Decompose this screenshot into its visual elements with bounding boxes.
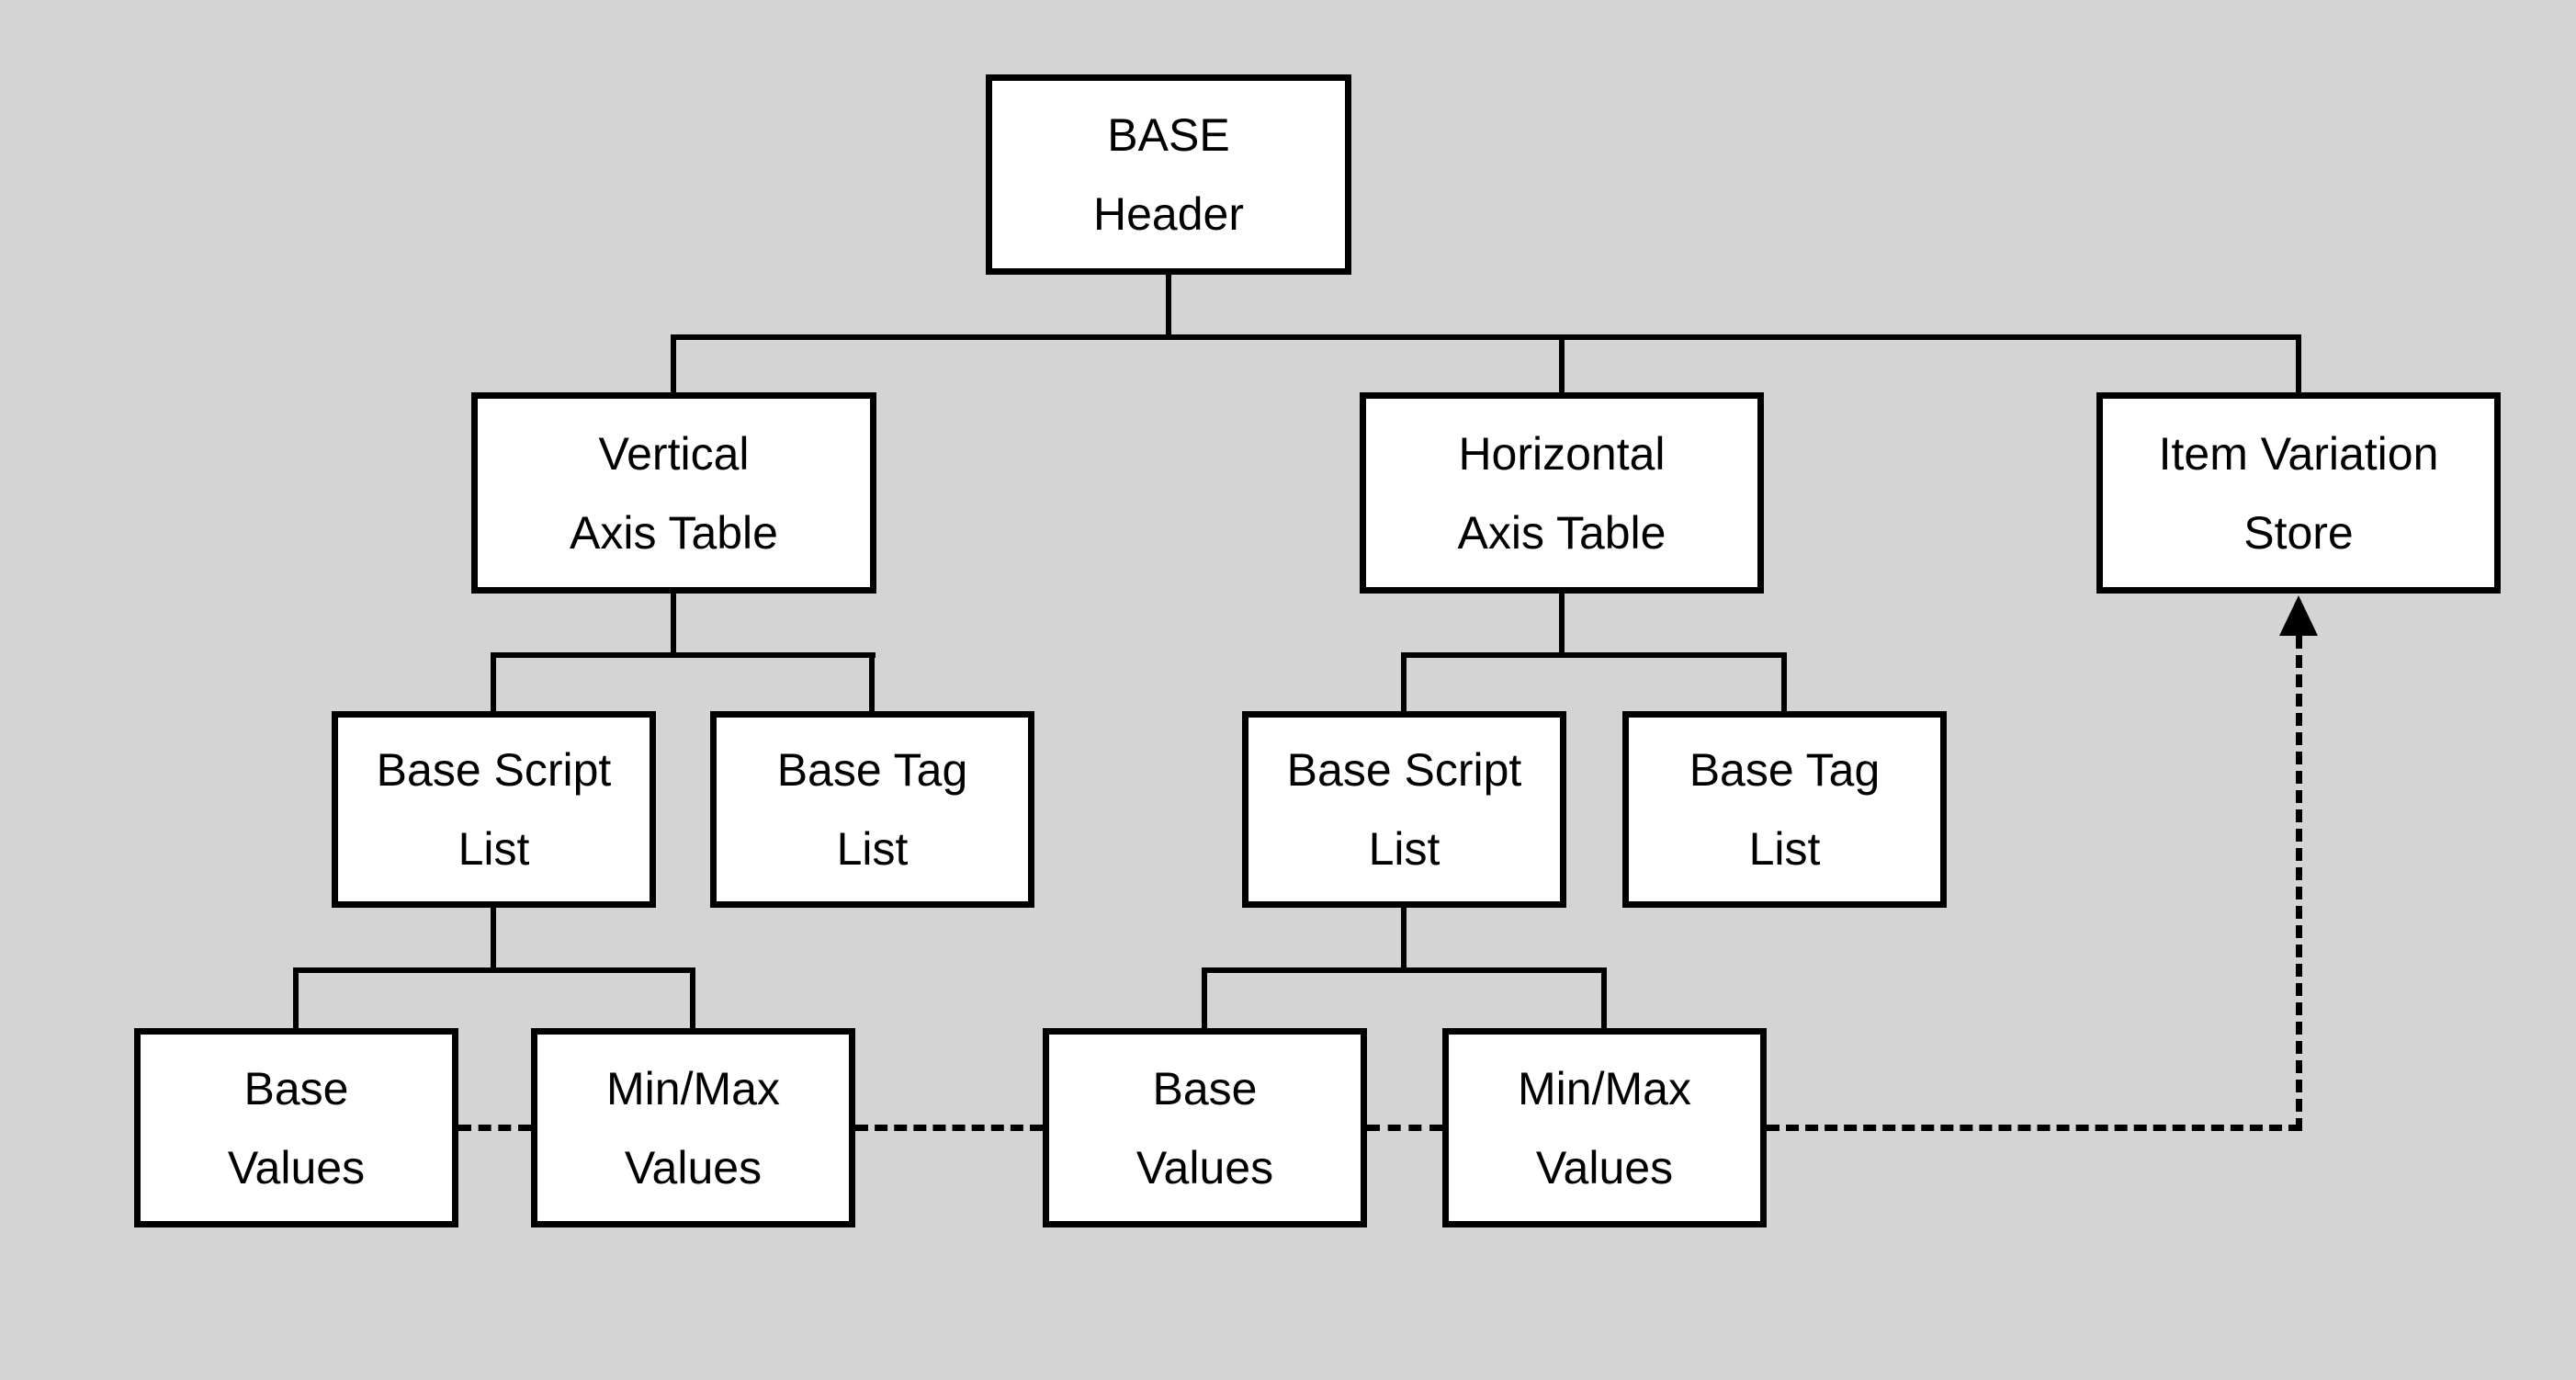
edge-bsl-right-crossbar [1202,967,1607,973]
edge-drop-horizontal-axis-table [1559,334,1565,392]
node-label-line: Axis Table [570,506,778,559]
node-base-header: BASE Header [986,74,1351,275]
edge-bsl-left-trunk [491,908,496,973]
edge-drop-base-tag-list-left [869,652,875,711]
node-item-variation-store: Item Variation Store [2096,392,2501,594]
node-label-line: Base Script [1286,744,1522,796]
node-label-line: Min/Max [606,1062,780,1114]
node-label-line: List [458,823,530,875]
edge-bsl-right-trunk [1401,908,1407,973]
node-label-line: Base Tag [776,744,968,796]
node-label-line: Base [243,1062,349,1114]
edge-drop-base-values-right [1202,967,1207,1028]
node-label-line: Values [227,1141,366,1193]
dashed-link-segment-3 [1367,1125,1442,1131]
node-label-line: Axis Table [1457,506,1666,559]
node-base-values-right: Base Values [1043,1028,1367,1227]
dashed-link-segment-4 [1767,1125,2301,1131]
edge-drop-base-values-left [293,967,299,1028]
node-label-line: Values [1135,1141,1274,1193]
edge-drop-base-script-list-right [1401,652,1407,711]
node-label-line: Values [624,1141,763,1193]
node-base-values-left: Base Values [134,1028,458,1227]
edge-drop-min-max-values-right [1601,967,1607,1028]
edge-drop-base-tag-list-right [1781,652,1787,711]
node-base-tag-list-right: Base Tag List [1622,711,1947,908]
dashed-link-segment-2 [855,1125,1043,1131]
node-label-line: List [1748,823,1821,875]
node-label-line: List [1368,823,1441,875]
node-base-script-list-left: Base Script List [332,711,656,908]
node-label-line: Base Tag [1689,744,1881,796]
node-horizontal-axis-table: Horizontal Axis Table [1360,392,1764,594]
edge-level1-crossbar [671,334,2301,340]
edge-vat-crossbar [491,652,876,658]
edge-hat-crossbar [1401,652,1787,658]
node-base-script-list-right: Base Script List [1242,711,1566,908]
node-label-line: Horizontal [1458,427,1666,480]
node-min-max-values-right: Min/Max Values [1442,1028,1767,1227]
node-label-line: Values [1535,1141,1674,1193]
node-base-tag-list-left: Base Tag List [710,711,1034,908]
node-min-max-values-left: Min/Max Values [531,1028,855,1227]
node-label-line: Base [1152,1062,1258,1114]
node-label-line: BASE [1107,109,1230,161]
edge-drop-base-script-list-left [491,652,496,711]
node-label-line: Vertical [598,427,750,480]
node-label-line: List [836,823,909,875]
edge-vat-trunk [671,594,676,658]
arrowhead-up-icon [2279,595,2318,636]
dashed-link-riser [2296,636,2302,1131]
edge-drop-vertical-axis-table [671,334,676,392]
node-label-line: Header [1093,188,1244,240]
edge-drop-item-variation-store [2296,334,2301,392]
node-label-line: Base Script [376,744,612,796]
edge-hat-trunk [1559,594,1565,658]
node-label-line: Store [2243,506,2354,559]
edge-drop-min-max-values-left [690,967,695,1028]
dashed-link-segment-1 [458,1125,531,1131]
node-label-line: Min/Max [1518,1062,1691,1114]
edge-bsl-left-crossbar [293,967,695,973]
edge-header-trunk [1166,275,1171,340]
node-label-line: Item Variation [2158,427,2439,480]
node-vertical-axis-table: Vertical Axis Table [471,392,876,594]
